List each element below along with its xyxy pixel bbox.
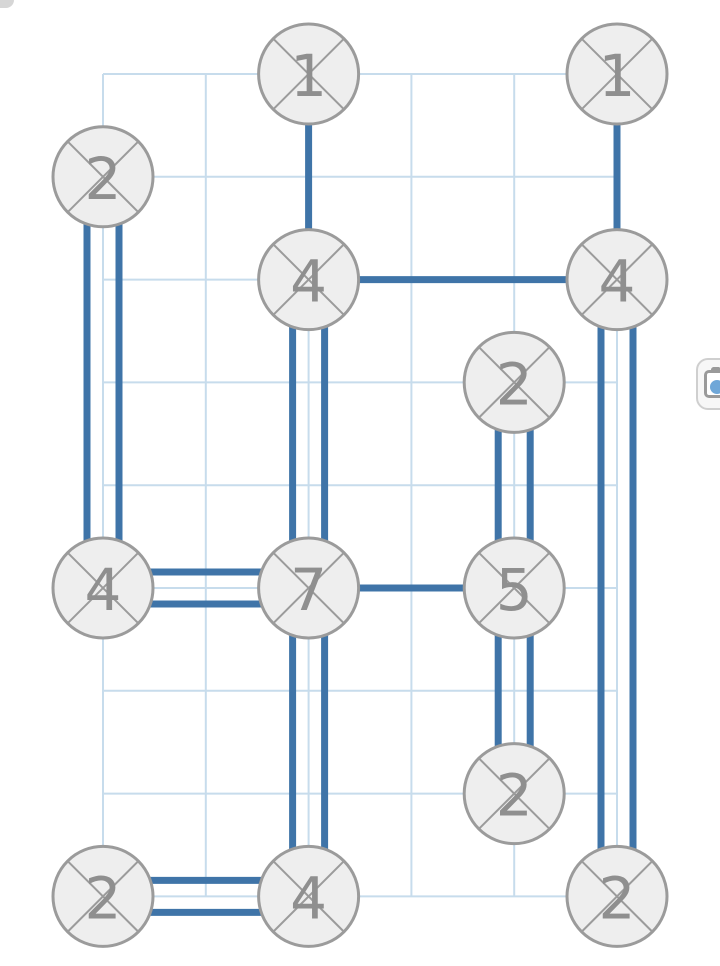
complete-cross-mark — [272, 551, 345, 625]
complete-cross-mark — [66, 140, 140, 213]
island-node[interactable]: 2 — [565, 844, 669, 948]
complete-cross-mark — [272, 860, 345, 933]
bridge-i8-i12[interactable] — [289, 588, 329, 897]
island-value: 7 — [290, 556, 327, 624]
island-value: 2 — [85, 145, 122, 213]
island-node[interactable]: 1 — [257, 22, 361, 126]
island-node[interactable]: 7 — [257, 536, 361, 640]
island-value: 2 — [85, 864, 122, 932]
island-node[interactable]: 4 — [257, 844, 361, 948]
island-node[interactable]: 2 — [51, 844, 155, 948]
island-value: 1 — [599, 42, 636, 110]
complete-cross-mark — [272, 243, 345, 316]
complete-cross-mark — [66, 551, 140, 625]
island-node[interactable]: 1 — [565, 22, 669, 126]
island-value: 2 — [496, 350, 533, 418]
island-node[interactable]: 4 — [565, 228, 669, 332]
island-value: 4 — [85, 556, 122, 624]
corner-decoration — [0, 0, 14, 8]
side-clipboard-button[interactable] — [696, 358, 720, 410]
complete-cross-mark — [478, 757, 551, 830]
complete-cross-mark — [580, 37, 654, 111]
complete-cross-mark — [478, 551, 551, 625]
island-node[interactable]: 2 — [51, 125, 155, 229]
island-value: 5 — [496, 556, 533, 624]
complete-cross-mark — [478, 346, 551, 419]
island-node[interactable]: 5 — [462, 536, 566, 640]
complete-cross-mark — [66, 860, 140, 933]
complete-cross-mark — [580, 860, 654, 933]
clipboard-check-icon — [704, 367, 720, 398]
island-node[interactable]: 4 — [257, 228, 361, 332]
island-value: 4 — [290, 864, 327, 932]
island-value: 2 — [496, 762, 533, 830]
bridge-i3-i7[interactable] — [83, 176, 123, 588]
island-value: 4 — [599, 248, 636, 316]
island-value: 2 — [599, 864, 636, 932]
complete-cross-mark — [272, 37, 345, 111]
bridge-i5-i13[interactable] — [597, 279, 637, 897]
island-node[interactable]: 4 — [51, 536, 155, 640]
island-node[interactable]: 2 — [462, 330, 566, 434]
complete-cross-mark — [580, 243, 654, 316]
island-node[interactable]: 2 — [462, 742, 566, 846]
island-value: 1 — [290, 42, 327, 110]
island-value: 4 — [290, 248, 327, 316]
bridge-i4-i8[interactable] — [289, 279, 329, 588]
